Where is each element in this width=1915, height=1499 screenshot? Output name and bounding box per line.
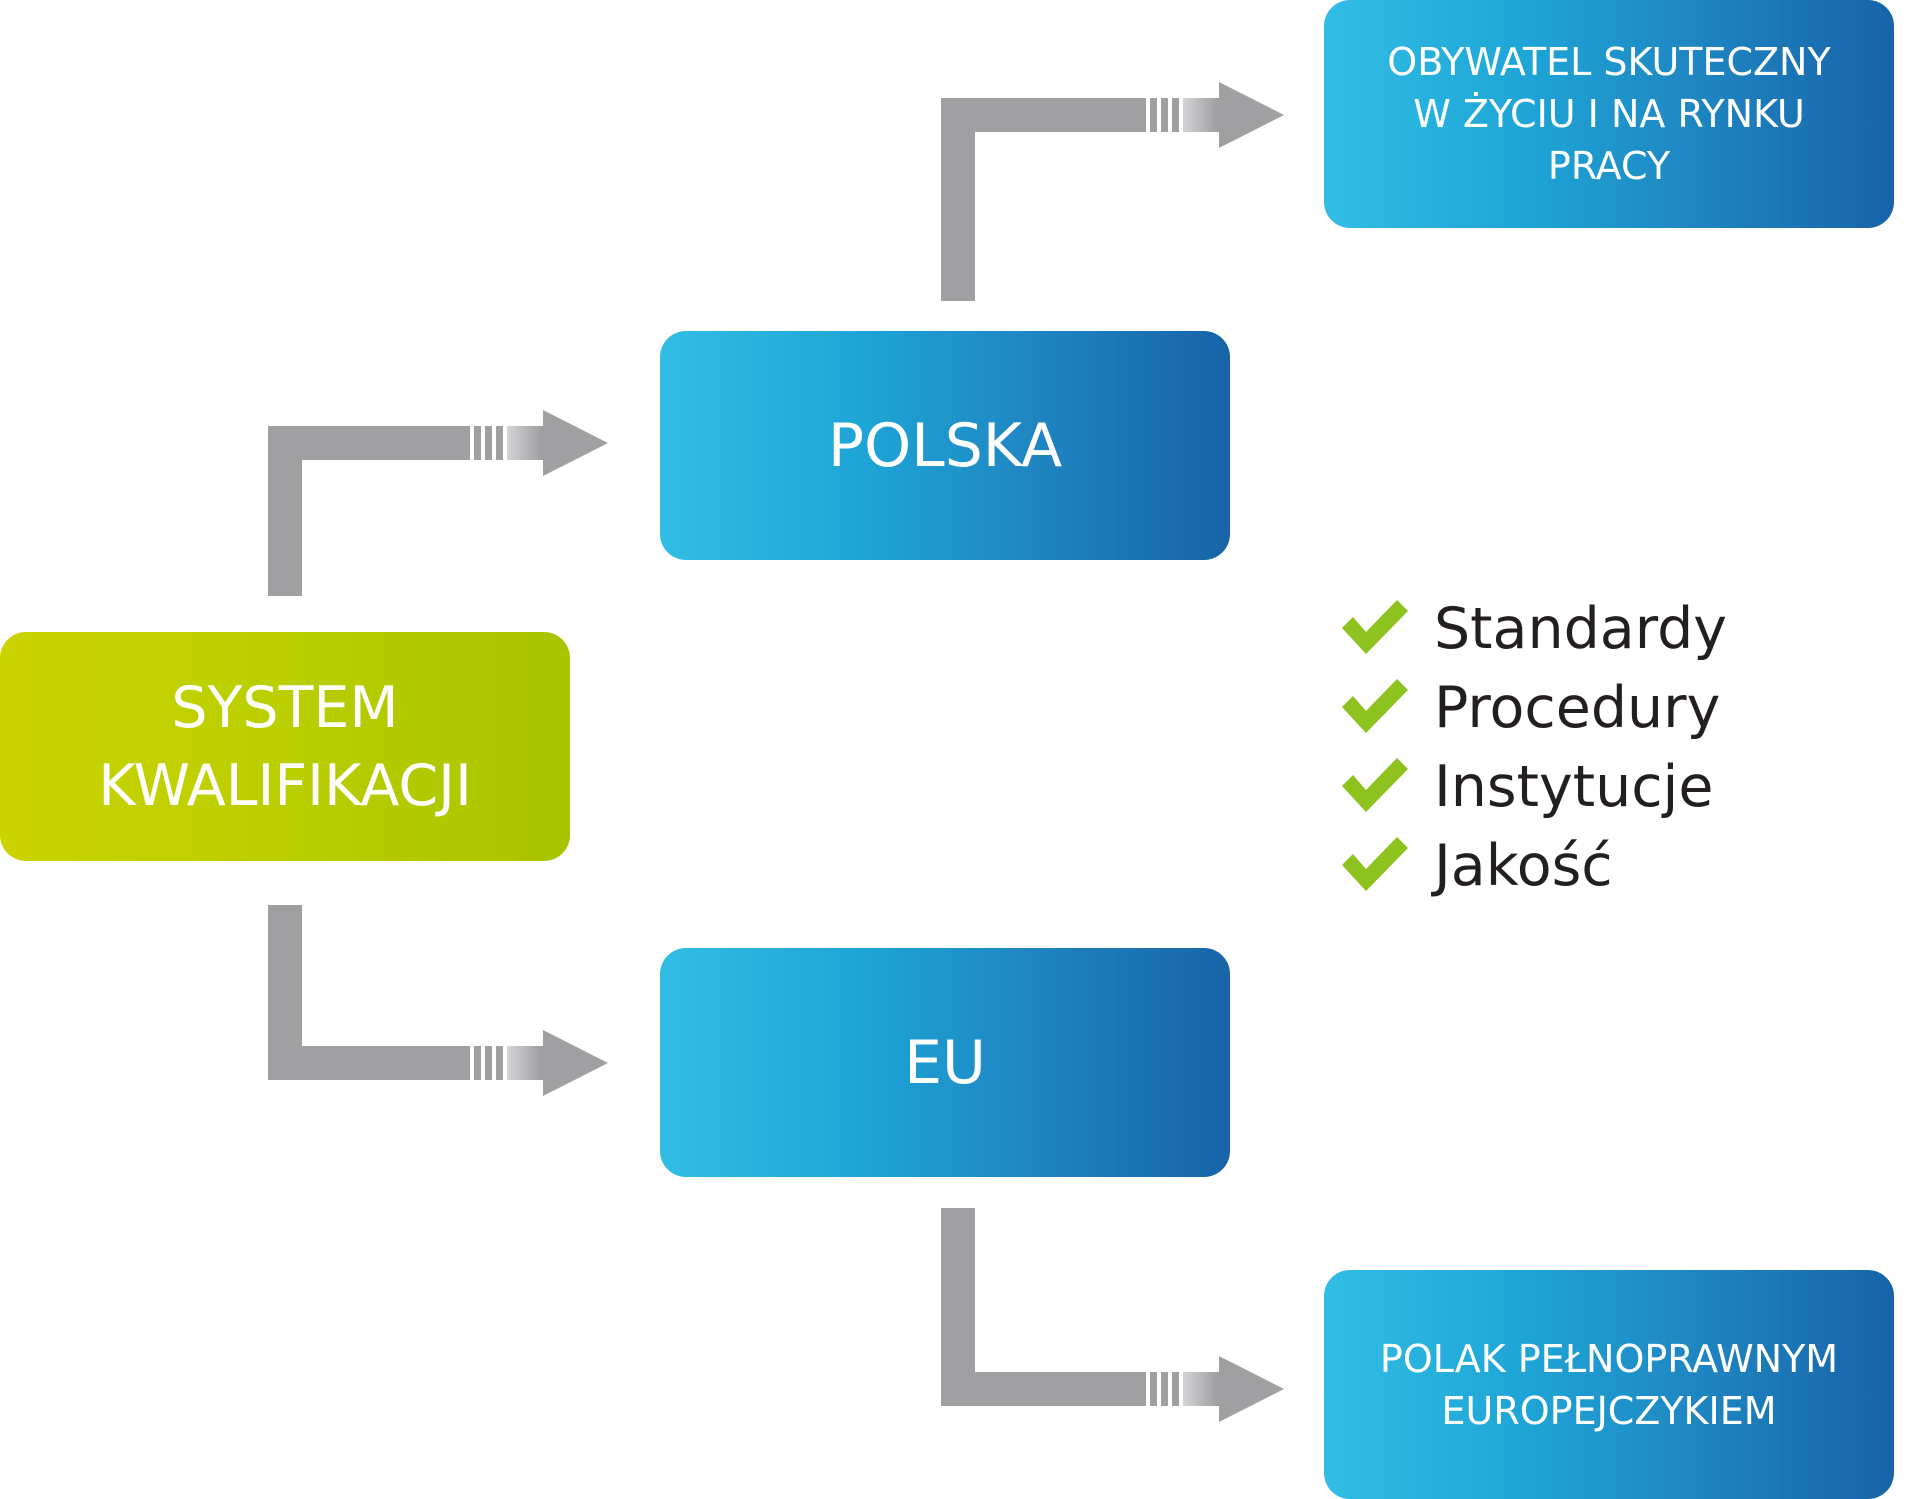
checkmark-icon	[1342, 836, 1408, 891]
checklist-item-standardy: Standardy	[1340, 590, 1727, 669]
checkmark-icon	[1342, 599, 1408, 654]
eu-box: EU	[660, 948, 1230, 1177]
obywatel-box-line-1: OBYWATEL SKUTECZNY	[1387, 40, 1831, 84]
checklist-item-procedury: Procedury	[1340, 669, 1727, 748]
feature-checklist: Standardy Procedury Instytucje Jakość	[1340, 590, 1727, 906]
obywatel-box-line-3: PRACY	[1547, 144, 1671, 188]
checklist-item-instytucje: Instytucje	[1340, 748, 1727, 827]
arrow-system-to-polska	[268, 410, 608, 596]
checklist-item-label: Jakość	[1434, 833, 1613, 899]
system-box-line-2: KWALIFIKACJI	[98, 752, 472, 819]
checklist-item-jakosc: Jakość	[1340, 827, 1727, 906]
polska-box-label: POLSKA	[827, 410, 1063, 481]
system-box-line-1: SYSTEM	[171, 674, 399, 741]
system-kwalifikacji-box: SYSTEM KWALIFIKACJI	[0, 632, 570, 861]
arrow-polska-to-obywatel	[941, 82, 1284, 301]
arrow-eu-to-polak	[941, 1208, 1284, 1422]
arrow-system-to-eu	[268, 905, 608, 1096]
checklist-item-label: Instytucje	[1434, 754, 1714, 820]
obywatel-box: OBYWATEL SKUTECZNY W ŻYCIU I NA RYNKU PR…	[1324, 0, 1894, 228]
obywatel-box-line-2: W ŻYCIU I NA RYNKU	[1413, 92, 1805, 136]
checklist-item-label: Standardy	[1434, 596, 1728, 662]
checkmark-icon	[1342, 678, 1408, 733]
polak-box-line-1: POLAK PEŁNOPRAWNYM	[1379, 1336, 1839, 1381]
checklist-item-label: Procedury	[1434, 675, 1721, 741]
polak-box-line-2: EUROPEJCZYKIEM	[1441, 1388, 1777, 1433]
checkmark-icon	[1342, 757, 1408, 812]
polak-box: POLAK PEŁNOPRAWNYM EUROPEJCZYKIEM	[1324, 1270, 1894, 1499]
eu-box-label: EU	[904, 1027, 986, 1098]
polska-box: POLSKA	[660, 331, 1230, 560]
